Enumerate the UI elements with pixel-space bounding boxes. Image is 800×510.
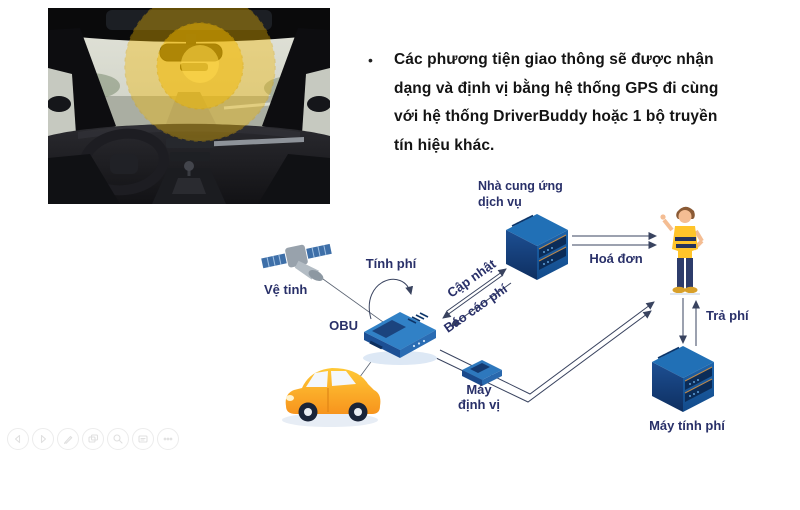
- steering-hub: [110, 154, 138, 174]
- magnifier-icon: [113, 434, 123, 444]
- bullet-line-2: dạng và định vị bằng hệ thống GPS đi cùn…: [394, 79, 719, 97]
- fee-computer-label: Máy tính phí: [649, 418, 725, 433]
- presenter-toolbar: [7, 428, 179, 450]
- dash-top: [78, 123, 300, 139]
- fee-computer-server-icon: [652, 346, 714, 412]
- previous-arrow-icon: [14, 434, 21, 444]
- seat-left: [48, 154, 120, 204]
- display-settings-button[interactable]: [132, 428, 154, 450]
- fee-calc-label: Tính phí: [366, 256, 417, 271]
- toll-system-diagram: Vệ tinh Nhà cung ứng dịch vụ: [250, 170, 800, 460]
- sunroof: [106, 10, 272, 30]
- user-person-icon: [660, 206, 704, 295]
- satellite-dish: [308, 270, 324, 281]
- positioning-label-line2: định vị: [458, 397, 500, 412]
- bullet-line-3: với hệ thống DriverBuddy hoặc 1 bộ truyề…: [394, 108, 718, 125]
- provider-to-obu-arrow-2: [450, 282, 512, 327]
- car-icon: [282, 368, 381, 427]
- a-pillar-right: [262, 28, 330, 136]
- center-screen: [170, 152, 210, 161]
- obu-label: OBU: [329, 318, 358, 333]
- satellite-icon: [261, 243, 332, 281]
- zoom-button[interactable]: [107, 428, 129, 450]
- provider-label-line2: dịch vụ: [478, 195, 522, 209]
- satellite-label: Vệ tinh: [264, 282, 307, 297]
- side-mirror-right: [307, 96, 331, 112]
- positioning-device-icon: [462, 360, 502, 386]
- slides-icon: [88, 434, 99, 443]
- ellipsis-icon: [163, 437, 173, 441]
- positioning-label-line1: Máy: [466, 382, 492, 397]
- display-icon: [138, 435, 148, 443]
- dash-trim: [198, 137, 304, 147]
- pen-icon: [64, 435, 73, 445]
- seat-right: [258, 154, 330, 204]
- pen-tool-button[interactable]: [57, 428, 79, 450]
- center-vents: [166, 138, 214, 148]
- obu-device-icon: [363, 312, 437, 365]
- bullet-line-1: Các phương tiện giao thông sẽ được nhận: [394, 51, 714, 68]
- satellite-obu-link: [315, 273, 391, 328]
- obu-to-user-arrow-1: [439, 301, 655, 395]
- invoice-label: Hoá đơn: [589, 251, 642, 266]
- gps-highlight-core: [181, 45, 219, 83]
- fee-calc-loop-arrow: [368, 278, 414, 320]
- provider-to-obu-arrow-1: [442, 274, 504, 319]
- a-pillar-left: [48, 28, 116, 136]
- provider-label-line1: Nhà cung ứng: [478, 179, 563, 193]
- service-provider-server-icon: [506, 214, 568, 280]
- pay-fee-label: Trả phí: [706, 308, 749, 323]
- previous-slide-button[interactable]: [7, 428, 29, 450]
- slide-sorter-button[interactable]: [82, 428, 104, 450]
- bullet-line-4: tín hiệu khác.: [394, 136, 495, 154]
- satellite-body: [285, 244, 308, 268]
- obu-to-provider-arrow: [446, 268, 507, 312]
- gear-boot: [172, 178, 206, 194]
- side-mirror-left: [47, 96, 71, 112]
- bullet-text-block: • Các phương tiện giao thông sẽ được nhậ…: [364, 46, 794, 160]
- car-interior-illustration: [47, 0, 331, 204]
- diagram-canvas: Vệ tinh Nhà cung ứng dịch vụ: [261, 179, 749, 433]
- bullet-paragraph: Các phương tiện giao thông sẽ được nhận …: [394, 46, 794, 160]
- next-arrow-icon: [40, 434, 47, 444]
- bullet-marker: •: [368, 52, 373, 68]
- next-slide-button[interactable]: [32, 428, 54, 450]
- car-interior-photo: [47, 0, 331, 204]
- more-options-button[interactable]: [157, 428, 179, 450]
- gear-knob: [184, 161, 194, 171]
